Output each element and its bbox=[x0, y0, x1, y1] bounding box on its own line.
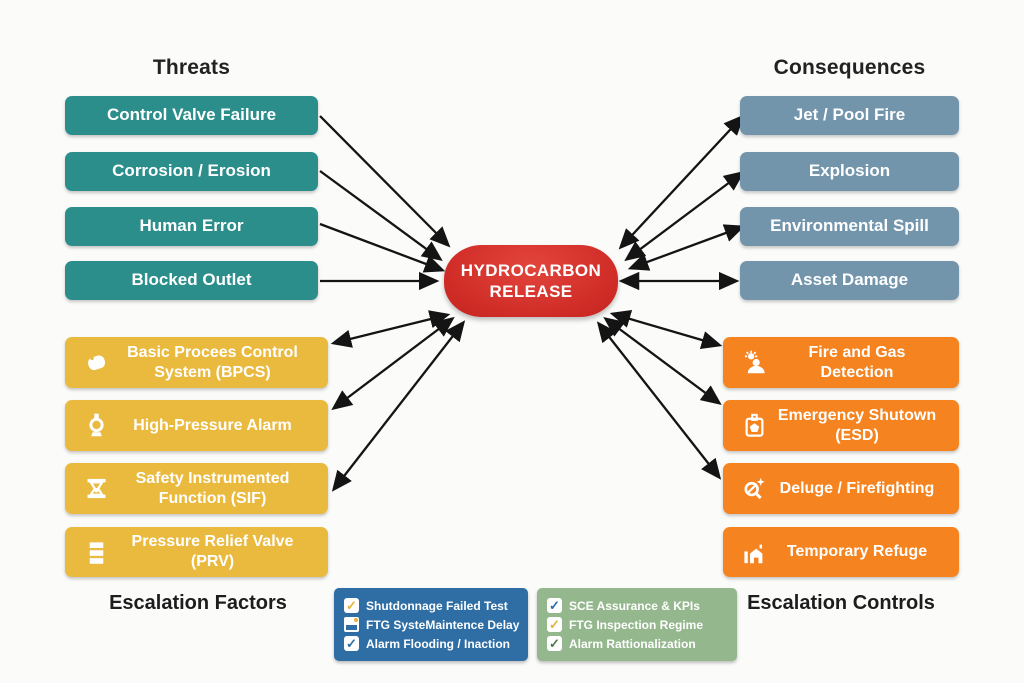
consequence-box-explosion: Explosion bbox=[740, 152, 959, 191]
escalation-controls-legend: ✓ SCE Assurance & KPIs ✓ FTG Inspection … bbox=[537, 588, 737, 661]
check-icon: ✓ bbox=[547, 636, 562, 651]
control-box-esd: Emergency Shutown (ESD) bbox=[723, 400, 959, 451]
pressure-alarm-icon bbox=[81, 412, 111, 439]
legend-item: ✓ FTG Inspection Regime bbox=[547, 617, 727, 632]
control-box-temporary-refuge: Temporary Refuge bbox=[723, 527, 959, 577]
consequence-arrows bbox=[618, 114, 746, 291]
threat-box-corrosion-erosion: Corrosion / Erosion bbox=[65, 152, 318, 191]
legend-label: FTG Inspection Regime bbox=[569, 617, 704, 632]
escalation-factors-title: Escalation Factors bbox=[109, 592, 287, 614]
barrier-box-bpcs: Basic Procees Control System (BPCS) bbox=[65, 337, 328, 388]
legend-label: Alarm Flooding / Inaction bbox=[366, 636, 510, 651]
check-icon: ✓ bbox=[344, 598, 359, 613]
top-event-line1: HYDROCARBON bbox=[460, 260, 602, 280]
consequence-box-environmental-spill: Environmental Spill bbox=[740, 207, 959, 246]
firefighting-icon bbox=[739, 475, 769, 502]
barrier-arrows bbox=[330, 310, 466, 492]
fire-gas-detector-icon bbox=[739, 349, 769, 376]
legend-item: ✓ Alarm Rattionalization bbox=[547, 636, 727, 651]
top-event-line2: RELEASE bbox=[489, 282, 573, 301]
threat-box-blocked-outlet: Blocked Outlet bbox=[65, 261, 318, 300]
legend-item: ✓ SCE Assurance & KPIs bbox=[547, 598, 727, 613]
consequence-box-jet-pool-fire: Jet / Pool Fire bbox=[740, 96, 959, 135]
control-label: Emergency Shutown (ESD) bbox=[777, 406, 937, 444]
control-label: Deluge / Firefighting bbox=[779, 479, 935, 497]
barrier-label: Safety Instrumented Function (SIF) bbox=[135, 469, 290, 507]
legend-label: Shutdonnage Failed Test bbox=[366, 598, 508, 613]
control-arrows bbox=[596, 310, 723, 480]
barrier-label: Basic Procees Control System (BPCS) bbox=[127, 343, 298, 381]
barrier-label: High-Pressure Alarm bbox=[133, 416, 292, 434]
process-controller-icon bbox=[81, 349, 111, 376]
consequence-box-asset-damage: Asset Damage bbox=[740, 261, 959, 300]
temporary-refuge-icon bbox=[739, 539, 769, 566]
threats-title: Threats bbox=[152, 56, 231, 79]
check-icon: ✓ bbox=[547, 598, 562, 613]
emergency-shutdown-icon bbox=[739, 412, 769, 439]
control-box-deluge-firefighting: Deluge / Firefighting bbox=[723, 463, 959, 514]
legend-item: FTG SysteMaintence Delay bbox=[344, 617, 520, 632]
legend-label: SCE Assurance & KPIs bbox=[569, 598, 700, 613]
threat-box-human-error: Human Error bbox=[65, 207, 318, 246]
legend-label: Alarm Rattionalization bbox=[569, 636, 696, 651]
instrumented-function-icon bbox=[81, 475, 111, 502]
barrier-box-high-pressure-alarm: High-Pressure Alarm bbox=[65, 400, 328, 451]
escalation-factors-legend: ✓ Shutdonnage Failed Test FTG SysteMaint… bbox=[334, 588, 528, 661]
barrier-box-sif: Safety Instrumented Function (SIF) bbox=[65, 463, 328, 514]
control-label: Fire and Gas Detection bbox=[808, 343, 906, 381]
threat-box-control-valve-failure: Control Valve Failure bbox=[65, 96, 318, 135]
barrier-label: Pressure Relief Valve (PRV) bbox=[131, 533, 294, 570]
legend-item: ✓ Shutdonnage Failed Test bbox=[344, 598, 518, 613]
escalation-controls-title: Escalation Controls bbox=[747, 592, 935, 614]
control-label: Temporary Refuge bbox=[786, 543, 928, 561]
consequences-title: Consequences bbox=[773, 56, 926, 79]
relief-valve-icon bbox=[81, 539, 111, 566]
threat-arrows bbox=[319, 115, 451, 291]
check-icon: ✓ bbox=[344, 636, 359, 651]
legend-item: ✓ Alarm Flooding / Inaction bbox=[344, 636, 518, 651]
check-icon: ✓ bbox=[547, 617, 562, 632]
control-box-fire-gas-detection: Fire and Gas Detection bbox=[723, 337, 959, 388]
barrier-box-prv: Pressure Relief Valve (PRV) bbox=[65, 527, 328, 577]
legend-label: FTG SysteMaintence Delay bbox=[366, 617, 520, 632]
top-event-node: HYDROCARBON RELEASE bbox=[444, 245, 618, 317]
document-icon bbox=[344, 617, 359, 632]
